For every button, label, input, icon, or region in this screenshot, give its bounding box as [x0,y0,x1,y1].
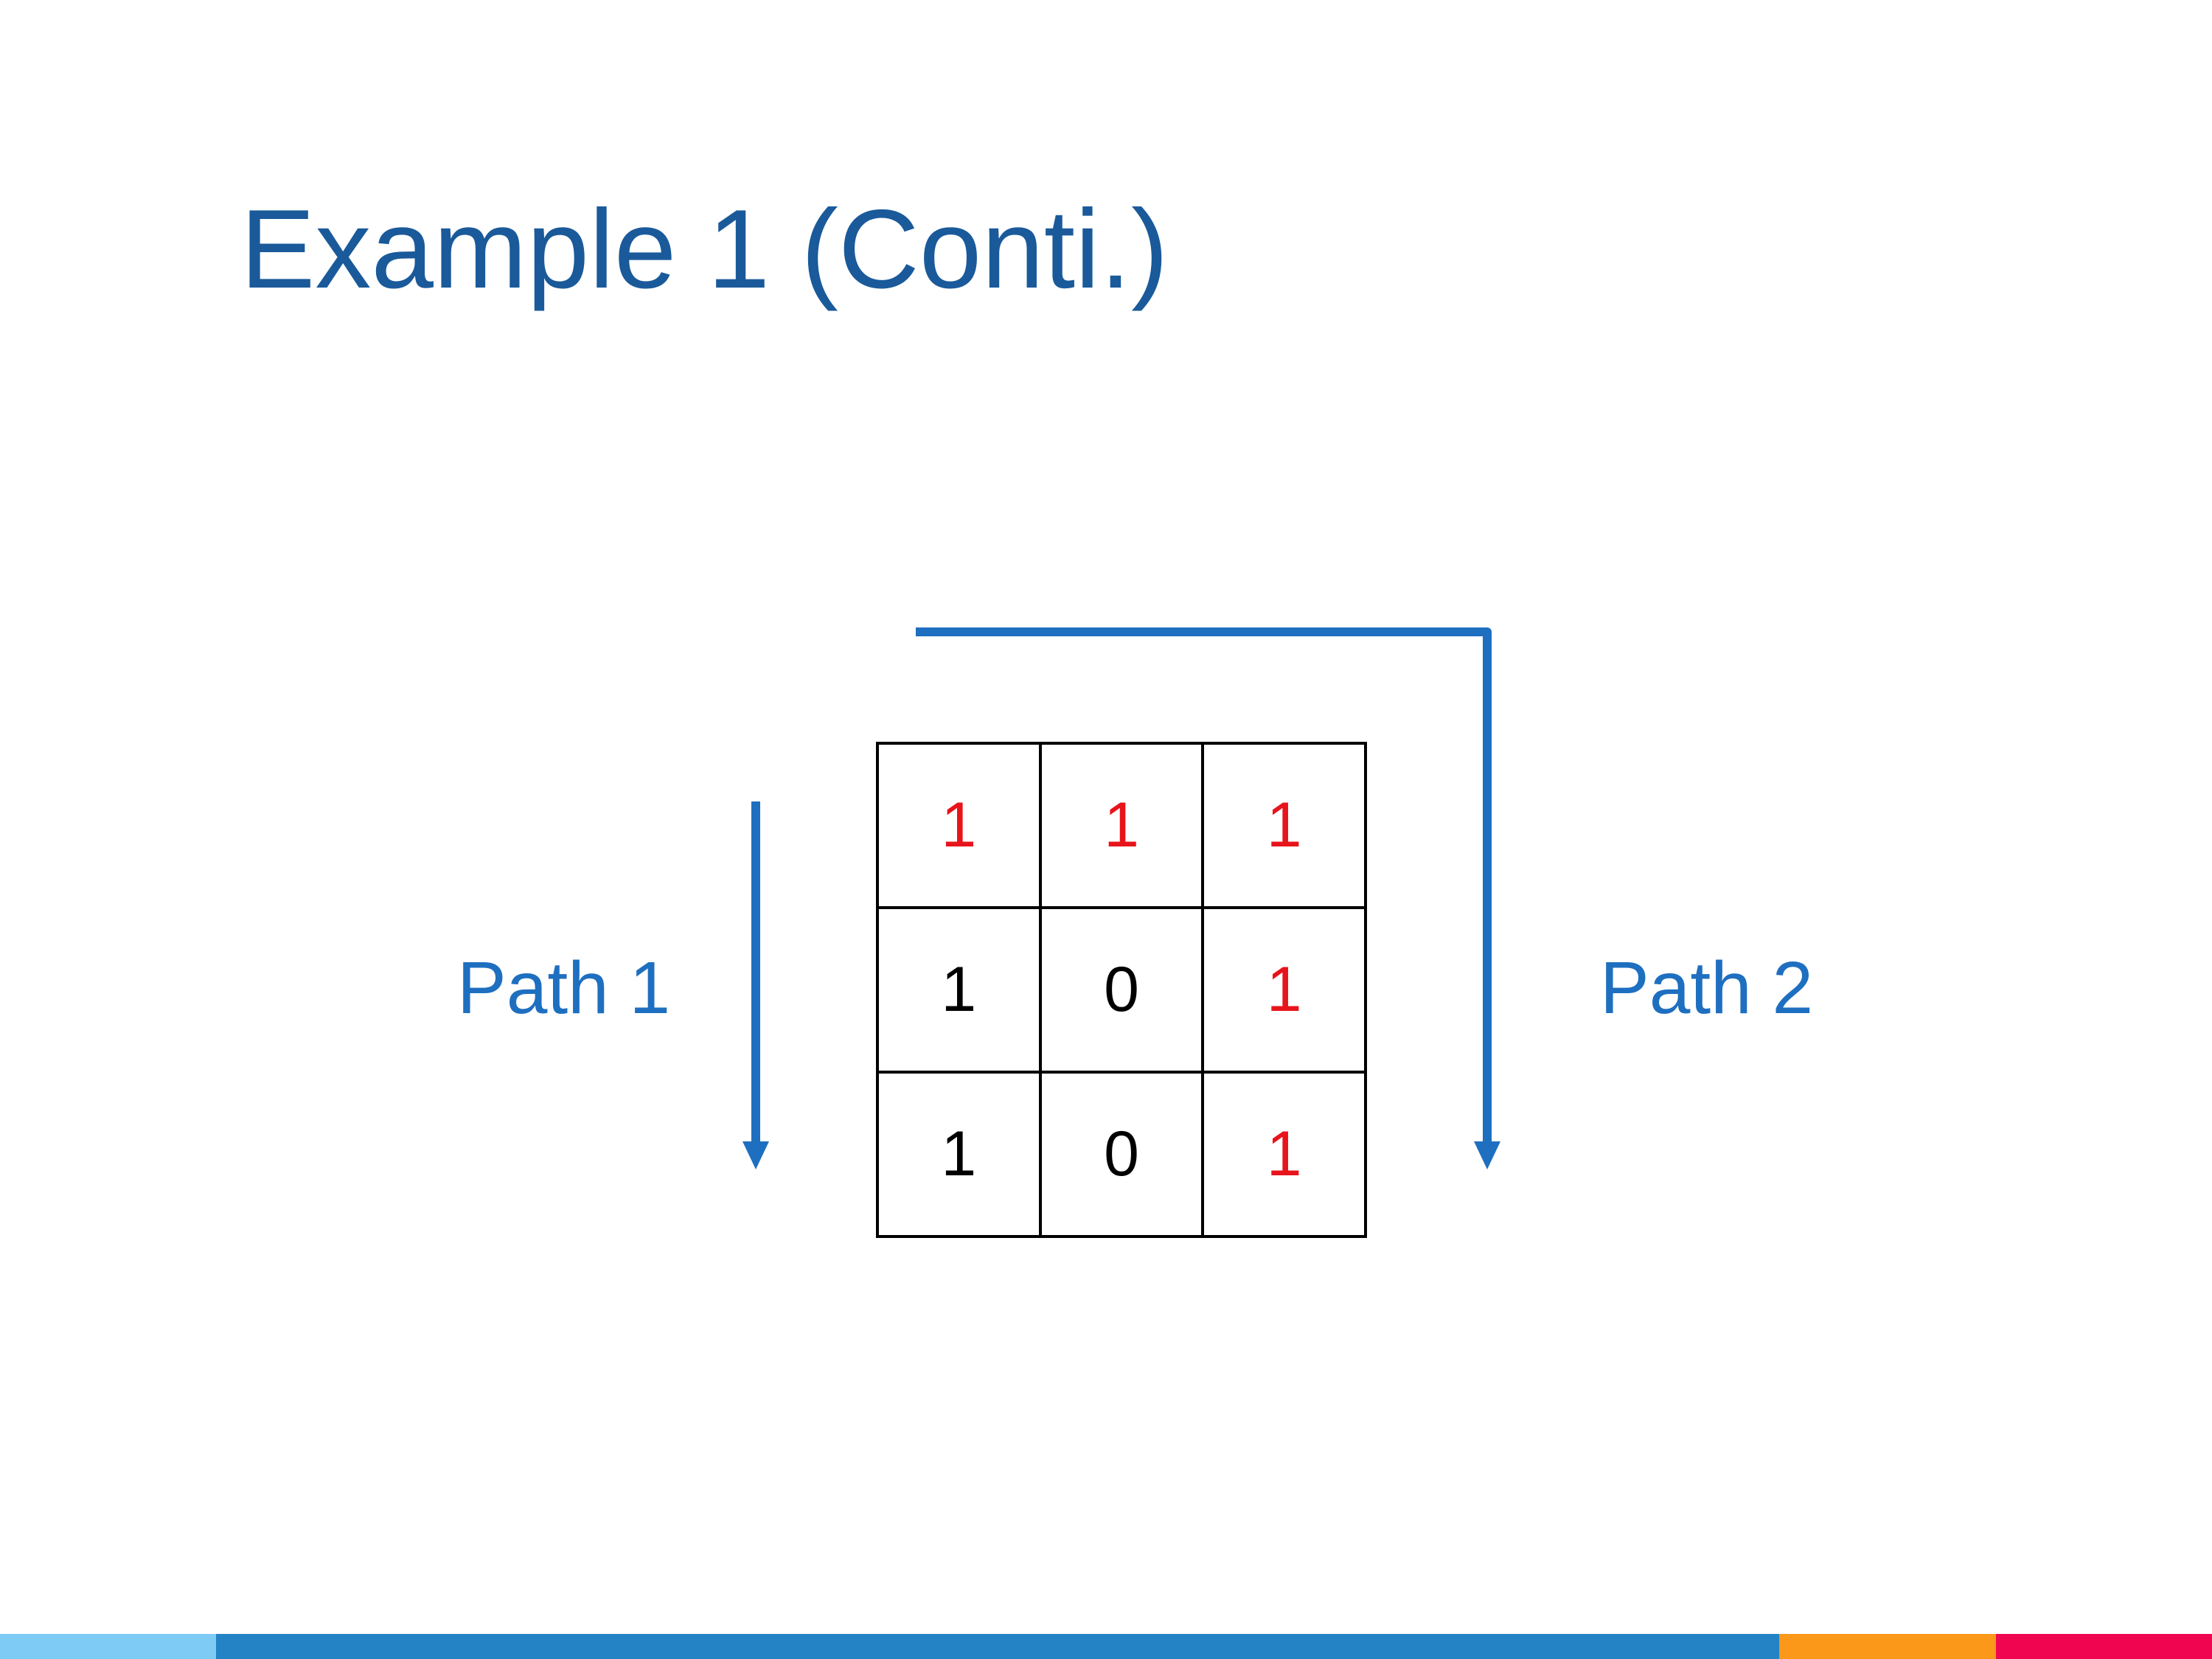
path-2-label: Path 2 [1600,947,1814,1029]
grid-cell: 0 [1038,906,1205,1074]
grid-cell: 1 [1038,742,1205,909]
grid-cell: 0 [1038,1071,1205,1238]
footer-bar-red [1996,1634,2212,1659]
footer-bar-blue [216,1634,1779,1659]
grid-cell: 1 [876,742,1042,909]
grid-cell: 1 [1201,1071,1367,1238]
grid-cell: 1 [1201,742,1367,909]
grid-cell: 1 [876,1071,1042,1238]
grid-cell: 1 [876,906,1042,1074]
slide-title: Example 1 (Conti.) [240,187,1169,312]
path-2-arrow [916,627,1500,1169]
footer-bar-orange [1779,1634,1996,1659]
path-1-label: Path 1 [457,947,671,1029]
footer-bar-light-blue [0,1634,216,1659]
path-1-arrow [742,801,769,1169]
grid-cell: 1 [1201,906,1367,1074]
